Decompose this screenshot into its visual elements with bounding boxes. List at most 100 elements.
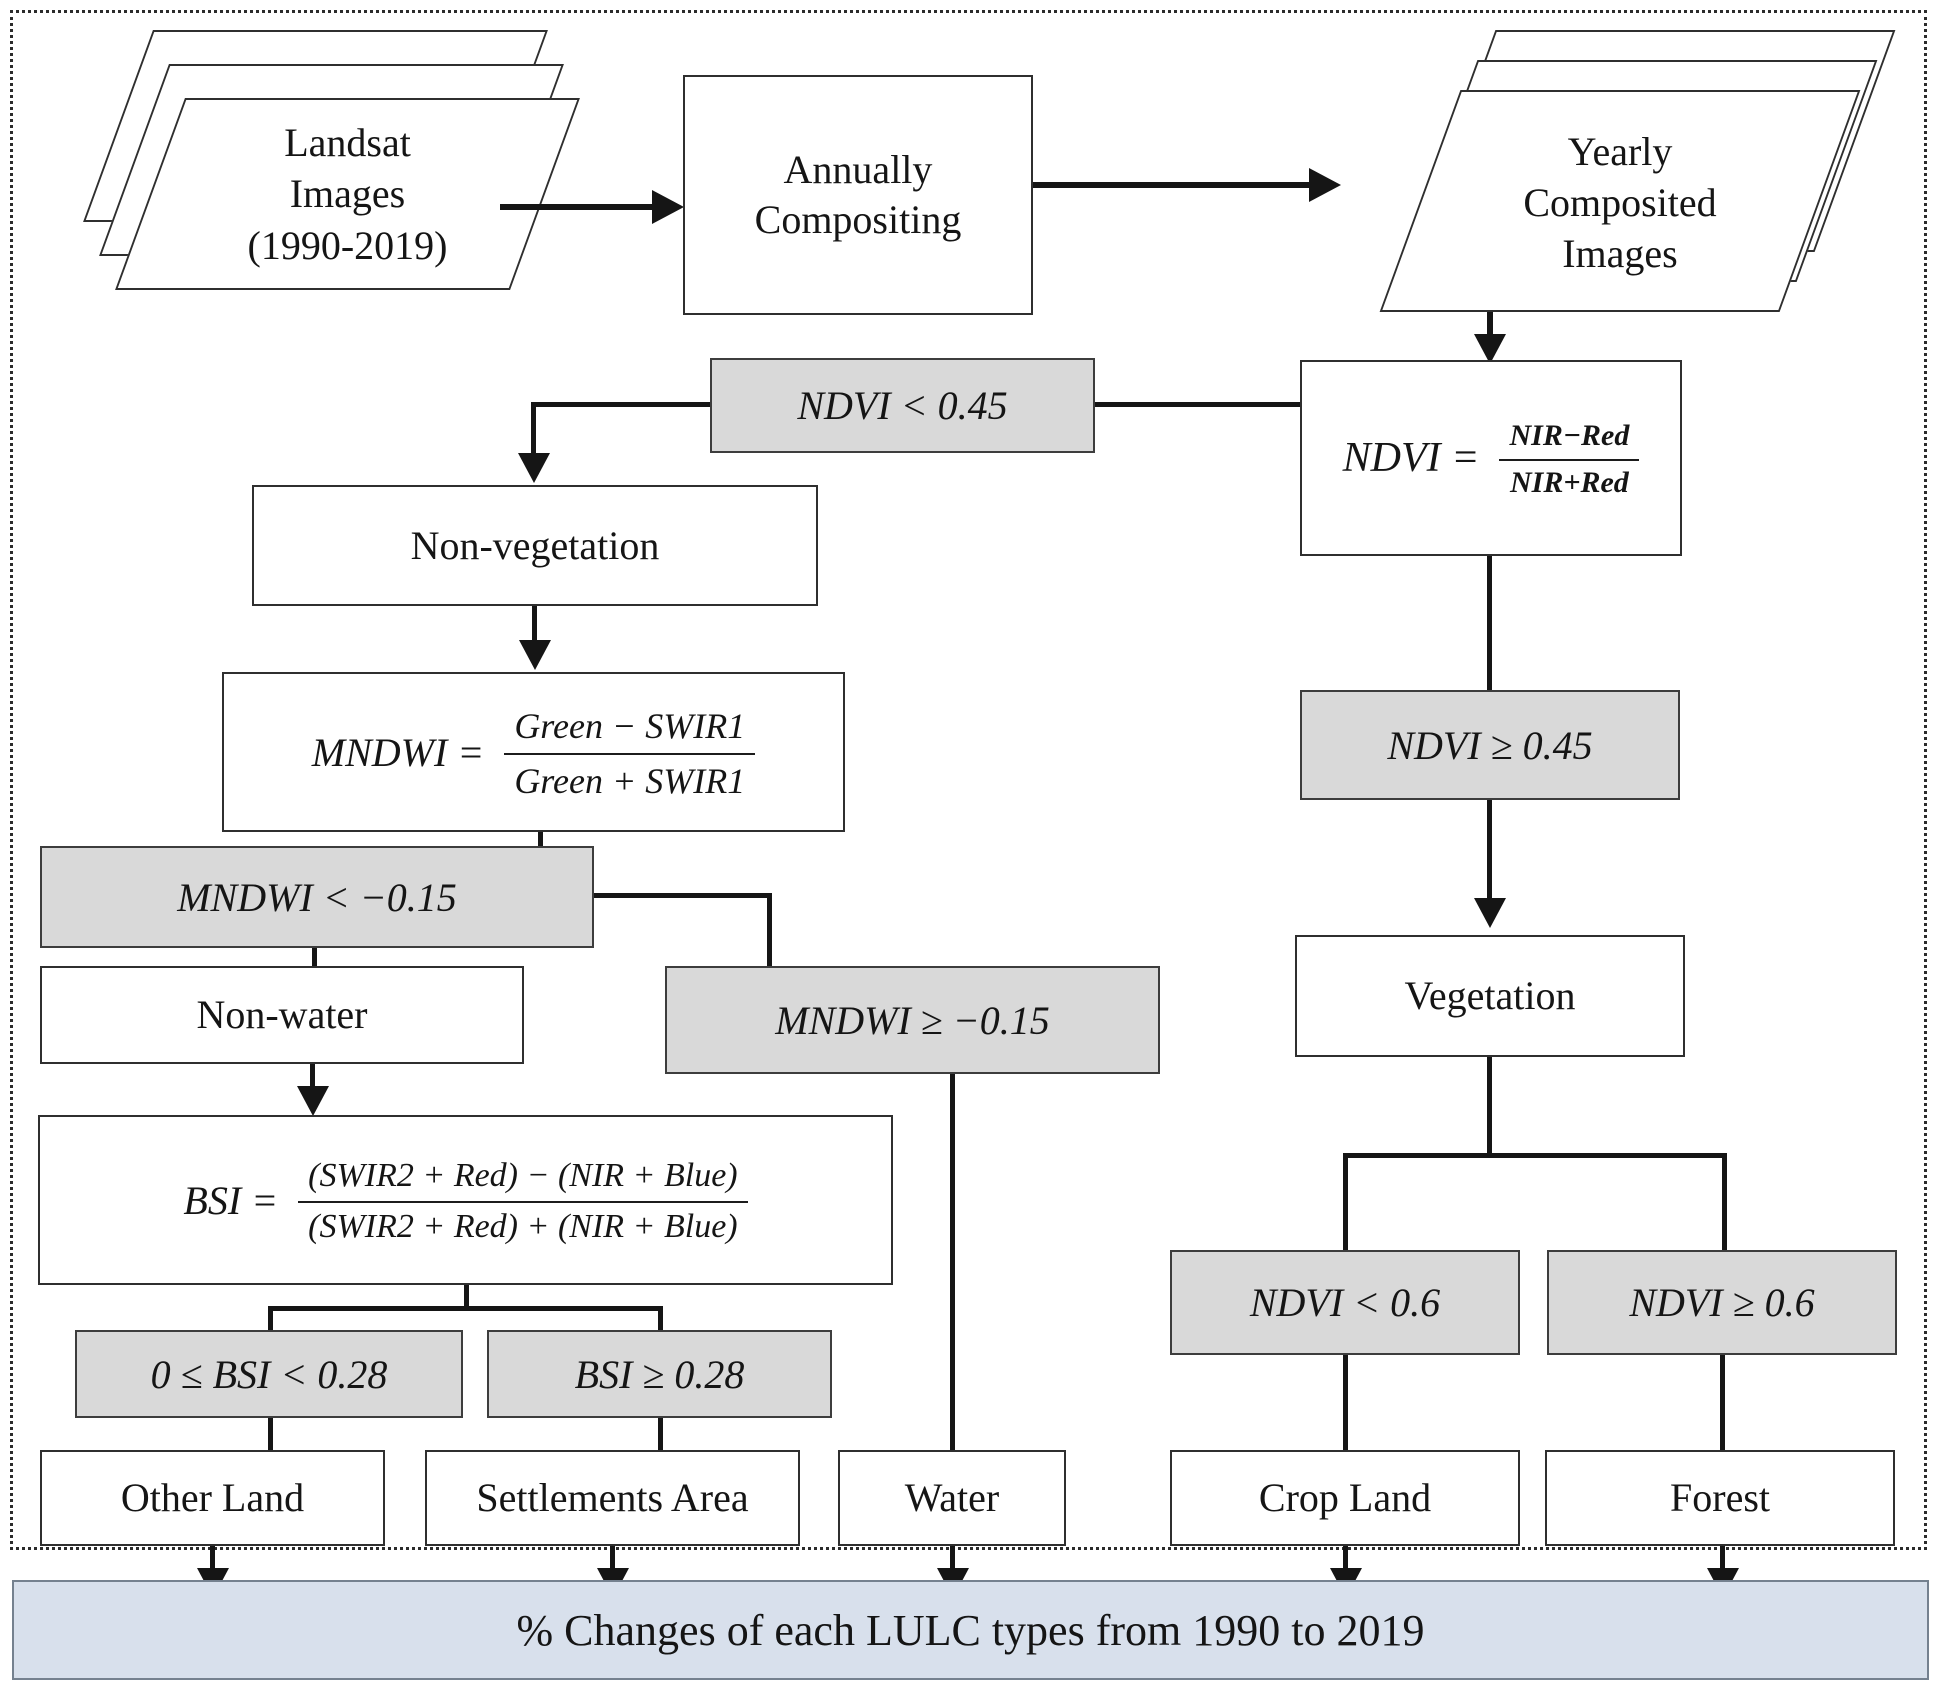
- forest-box: Forest: [1545, 1450, 1895, 1546]
- edge-condlt-nonwater: [312, 948, 317, 966]
- footer-summary-bar: % Changes of each LULC types from 1990 t…: [12, 1580, 1929, 1680]
- ndvi-formula-box: NDVI = NIR−Red NIR+Red: [1300, 360, 1682, 556]
- water-label: Water: [904, 1475, 1000, 1520]
- edge-water-footer: [950, 1546, 955, 1570]
- ndvi-formula-numerator: NIR−Red: [1499, 417, 1640, 461]
- annually-label-line1: Annually: [783, 147, 933, 192]
- condition-ndvi-ge-06-label: NDVI ≥ 0.6: [1629, 1280, 1815, 1325]
- arrowhead-down-icon: [1474, 898, 1506, 928]
- vegetation-box: Vegetation: [1295, 935, 1685, 1057]
- condition-bsi-range-label: 0 ≤ BSI < 0.28: [150, 1351, 388, 1397]
- arrowhead-down-icon: [519, 640, 551, 670]
- landsat-label-line1: Landsat: [284, 120, 411, 166]
- edge-ndvilt06-cropland: [1343, 1355, 1348, 1450]
- bsi-formula-lhs: BSI =: [183, 1177, 279, 1223]
- arrowhead-down-icon: [1474, 334, 1506, 364]
- yearly-label-line2: Composited: [1523, 179, 1717, 225]
- edge-bsi-split-stem: [464, 1285, 469, 1310]
- settlements-area-box: Settlements Area: [425, 1450, 800, 1546]
- edge-yearly-ndvi: [1487, 312, 1493, 336]
- condition-ndvi-lt-045: NDVI < 0.45: [710, 358, 1095, 453]
- edge-condge045-vegetation: [1487, 800, 1492, 900]
- landsat-label-line3: (1990-2019): [247, 222, 448, 268]
- mndwi-formula-fraction: Green − SWIR1 Green + SWIR1: [504, 703, 756, 802]
- condition-mndwi-lt: MNDWI < −0.15: [40, 846, 594, 948]
- vegetation-label: Vegetation: [1404, 973, 1576, 1018]
- edge-nonwater-bsi: [310, 1064, 315, 1088]
- condition-bsi-ge: BSI ≥ 0.28: [487, 1330, 832, 1418]
- edge-bsi-split-right: [658, 1306, 663, 1332]
- ndvi-formula-fraction: NIR−Red NIR+Red: [1499, 417, 1640, 500]
- yearly-label-line3: Images: [1562, 231, 1678, 277]
- edge-vegetation-split-h: [1343, 1153, 1727, 1158]
- edge-bsi-split-left: [268, 1306, 273, 1332]
- edge-otherland-footer: [210, 1546, 215, 1570]
- condition-mndwi-lt-label: MNDWI < −0.15: [177, 874, 457, 920]
- edge-nonveg-mndwi: [532, 606, 537, 642]
- non-vegetation-box: Non-vegetation: [252, 485, 818, 606]
- condition-mndwi-ge: MNDWI ≥ −0.15: [665, 966, 1160, 1074]
- edge-bsirange-otherland: [268, 1418, 273, 1450]
- mndwi-formula-numerator: Green − SWIR1: [504, 703, 756, 755]
- non-water-label: Non-water: [196, 992, 368, 1037]
- annually-label-line2: Compositing: [754, 197, 962, 242]
- settlements-area-label: Settlements Area: [476, 1475, 749, 1520]
- edge-annually-yearly: [1033, 182, 1311, 188]
- water-box: Water: [838, 1450, 1066, 1546]
- condition-ndvi-lt-06-label: NDVI < 0.6: [1249, 1280, 1441, 1325]
- edge-bsi-split-h: [268, 1306, 663, 1311]
- arrowhead-down-icon: [518, 453, 550, 483]
- mndwi-formula-denominator: Green + SWIR1: [514, 760, 746, 801]
- edge-mndwi-condlt: [538, 832, 543, 846]
- bsi-formula-fraction: (SWIR2 + Red) − (NIR + Blue) (SWIR2 + Re…: [298, 1155, 748, 1246]
- edge-condlt-condge-h: [594, 893, 770, 898]
- edge-vegetation-split-left: [1343, 1153, 1348, 1250]
- edge-landsat-annually: [500, 204, 654, 210]
- edge-vegetation-split-right: [1722, 1153, 1727, 1250]
- edge-bsige-settlements: [658, 1418, 663, 1450]
- bsi-formula-box: BSI = (SWIR2 + Red) − (NIR + Blue) (SWIR…: [38, 1115, 893, 1285]
- edge-cropland-footer: [1343, 1546, 1348, 1570]
- dotted-border-frame: [10, 10, 1927, 1550]
- yearly-label-line1: Yearly: [1567, 128, 1673, 174]
- landsat-label-line2: Images: [289, 171, 406, 217]
- condition-mndwi-ge-label: MNDWI ≥ −0.15: [775, 997, 1050, 1043]
- bsi-formula-numerator: (SWIR2 + Red) − (NIR + Blue): [298, 1155, 748, 1203]
- ndvi-formula-denominator: NIR+Red: [1510, 465, 1629, 499]
- edge-settlements-footer: [610, 1546, 615, 1570]
- yearly-stack-label: Yearly Composited Images: [1420, 100, 1820, 305]
- bsi-formula-denominator: (SWIR2 + Red) + (NIR + Blue): [308, 1207, 738, 1245]
- edge-cond-nonveg-h: [533, 402, 710, 407]
- footer-summary-label: % Changes of each LULC types from 1990 t…: [516, 1605, 1425, 1655]
- edge-vegetation-split-stem: [1487, 1057, 1492, 1157]
- ndvi-formula-lhs: NDVI =: [1342, 435, 1480, 481]
- crop-land-box: Crop Land: [1170, 1450, 1520, 1546]
- condition-ndvi-ge-045: NDVI ≥ 0.45: [1300, 690, 1680, 800]
- condition-ndvi-lt-045-label: NDVI < 0.45: [797, 383, 1008, 428]
- edge-ndvi-cond-lt045: [1095, 402, 1300, 407]
- edge-cond-nonveg-v: [531, 402, 536, 455]
- forest-label: Forest: [1670, 1475, 1770, 1520]
- other-land-label: Other Land: [120, 1475, 305, 1520]
- condition-ndvi-ge-06: NDVI ≥ 0.6: [1547, 1250, 1897, 1355]
- edge-condge-water: [950, 1074, 955, 1450]
- mndwi-formula-lhs: MNDWI =: [311, 729, 485, 775]
- edge-forest-footer: [1720, 1546, 1725, 1570]
- mndwi-formula-box: MNDWI = Green − SWIR1 Green + SWIR1: [222, 672, 845, 832]
- edge-condlt-condge-v: [767, 893, 772, 966]
- other-land-box: Other Land: [40, 1450, 385, 1546]
- condition-bsi-range: 0 ≤ BSI < 0.28: [75, 1330, 463, 1418]
- non-water-box: Non-water: [40, 966, 524, 1064]
- arrowhead-right-icon: [1309, 168, 1341, 202]
- arrowhead-down-icon: [297, 1086, 329, 1116]
- condition-ndvi-lt-06: NDVI < 0.6: [1170, 1250, 1520, 1355]
- crop-land-label: Crop Land: [1258, 1475, 1432, 1520]
- landsat-stack-label: Landsat Images (1990-2019): [150, 104, 545, 284]
- annually-compositing-box: Annually Compositing: [683, 75, 1033, 315]
- edge-ndvi-condge045: [1487, 556, 1492, 690]
- edge-ndvige06-forest: [1720, 1355, 1725, 1450]
- non-vegetation-label: Non-vegetation: [410, 522, 660, 568]
- arrowhead-right-icon: [652, 190, 684, 224]
- condition-bsi-ge-label: BSI ≥ 0.28: [574, 1351, 745, 1397]
